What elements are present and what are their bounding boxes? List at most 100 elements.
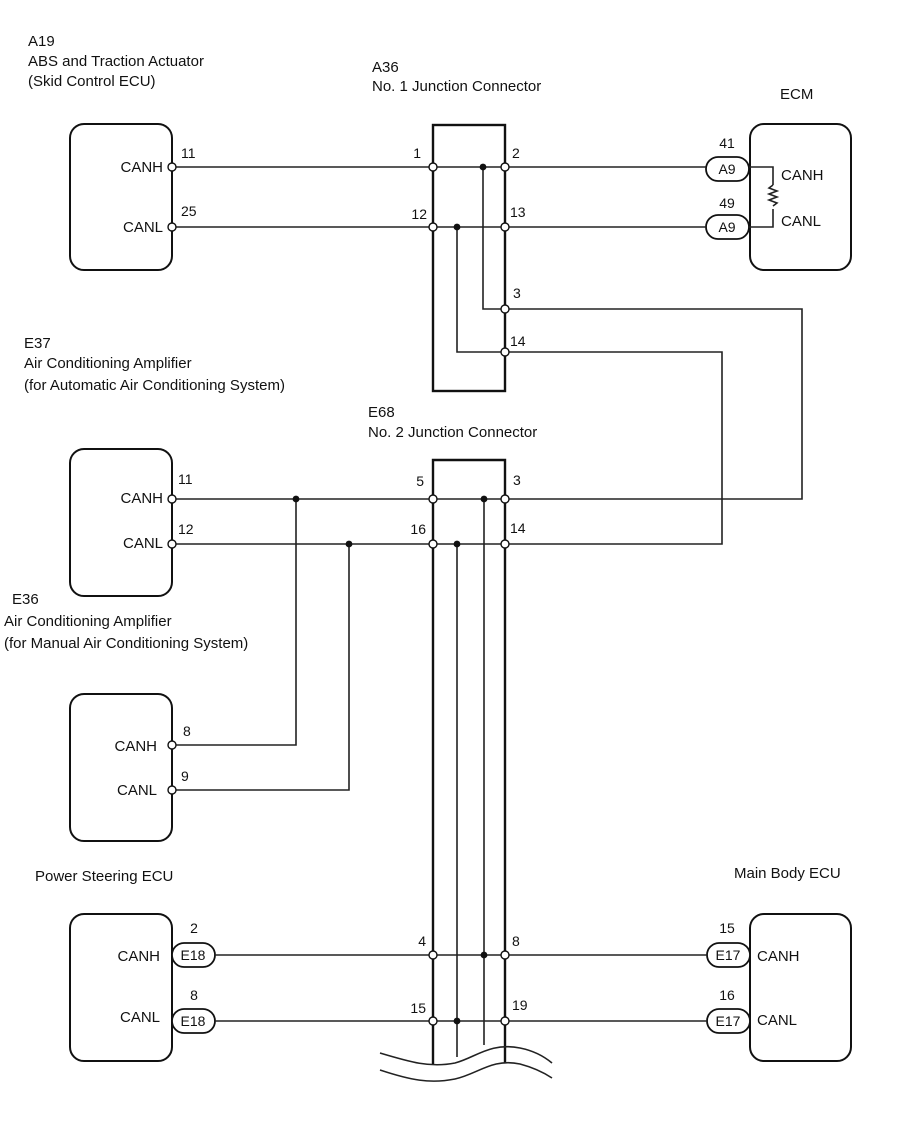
e36-component: E36 Air Conditioning Amplifier (for Manu…	[4, 591, 248, 842]
resistor-icon	[766, 184, 780, 207]
terminal	[428, 1016, 438, 1026]
terminal	[167, 740, 177, 750]
wire-e36-canh	[172, 499, 297, 746]
a19-canh-label: CANH	[120, 159, 163, 176]
ecm-canh-pin: 41	[719, 135, 735, 151]
splice-dot	[453, 540, 461, 548]
e37-canh-pin: 11	[178, 471, 193, 487]
terminal	[500, 304, 510, 314]
ps-canl-label: CANL	[120, 1009, 160, 1026]
terminal	[500, 494, 510, 504]
a19-canh-pin: 11	[181, 145, 196, 161]
e68-component: E68 No. 2 Junction Connector 5 3 16 14 4…	[368, 404, 537, 1065]
e37-name: Air Conditioning Amplifier	[24, 355, 192, 372]
terminal	[428, 539, 438, 549]
e68-pin-8: 8	[512, 933, 520, 949]
e37-canl-label: CANL	[123, 535, 163, 552]
a36-pin-3: 3	[513, 285, 521, 301]
splice-dot	[453, 1017, 461, 1025]
splice-dot	[345, 540, 353, 548]
ps-canh-connector-label: E18	[181, 947, 206, 963]
e37-subname: (for Automatic Air Conditioning System)	[24, 377, 285, 394]
mb-name: Main Body ECU	[734, 865, 841, 882]
a36-name: No. 1 Junction Connector	[372, 78, 541, 95]
e37-box	[69, 448, 173, 597]
splice-dot	[479, 163, 487, 171]
a19-subname: (Skid Control ECU)	[28, 73, 156, 90]
ecm-box	[749, 123, 852, 271]
ecm-canh-label: CANH	[781, 167, 824, 184]
ecm-canl-pin: 49	[719, 195, 735, 211]
terminal	[428, 494, 438, 504]
a36-pin-1: 1	[413, 145, 421, 161]
e36-canl-label: CANL	[117, 782, 157, 799]
a36-code: A36	[372, 59, 399, 76]
terminal	[500, 950, 510, 960]
a36-pin-2: 2	[512, 145, 520, 161]
ps-canh-pin: 2	[190, 920, 198, 936]
ps-canl-pin: 8	[190, 987, 198, 1003]
splice-dot	[480, 495, 488, 503]
mb-box	[749, 913, 852, 1062]
e37-canl-pin: 12	[178, 521, 194, 537]
wire-e36-canl	[172, 544, 350, 791]
ps-canl-connector-label: E18	[181, 1013, 206, 1029]
a36-pin-14: 14	[510, 333, 526, 349]
e68-pin-4: 4	[418, 933, 426, 949]
ecm-canl-connector-label: A9	[718, 219, 735, 235]
terminal	[167, 494, 177, 504]
terminal	[167, 162, 177, 172]
wire-a36-h-tap	[482, 167, 505, 310]
terminal	[167, 222, 177, 232]
mb-canl-connector-label: E17	[716, 1013, 741, 1029]
terminal	[500, 539, 510, 549]
e37-canh-label: CANH	[120, 490, 163, 507]
ecm-canh-connector-label: A9	[718, 161, 735, 177]
terminal	[500, 222, 510, 232]
e36-canh-label: CANH	[114, 738, 157, 755]
e68-pin-15: 15	[410, 1000, 426, 1016]
e68-pin-5: 5	[416, 473, 424, 489]
wire-a36-l-tap	[456, 227, 505, 353]
e68-pin-16: 16	[410, 521, 426, 537]
ecm-component: ECM CANH CANL 41 49 A9 A9	[705, 86, 852, 271]
ps-canh-label: CANH	[117, 948, 160, 965]
terminal	[500, 1016, 510, 1026]
splice-dot	[453, 223, 461, 231]
e36-canl-pin: 9	[181, 768, 189, 784]
e68-name: No. 2 Junction Connector	[368, 424, 537, 441]
wire-trunk-canh	[505, 308, 803, 500]
splice-dot	[480, 951, 488, 959]
a19-code: A19	[28, 33, 55, 50]
mb-canl-label: CANL	[757, 1012, 797, 1029]
power-steering-component: Power Steering ECU CANH CANL 2 8 E18 E18	[35, 868, 216, 1062]
splice-points	[292, 163, 488, 1025]
splice-dot	[292, 495, 300, 503]
a19-canl-pin: 25	[181, 203, 197, 219]
mb-canh-label: CANH	[757, 948, 800, 965]
terminal	[500, 162, 510, 172]
terminal	[500, 347, 510, 357]
e37-code: E37	[24, 335, 51, 352]
wire-break-lower	[379, 1061, 553, 1082]
e36-subname: (for Manual Air Conditioning System)	[4, 635, 248, 652]
terminals	[167, 162, 510, 1026]
ecm-canl-label: CANL	[781, 213, 821, 230]
e36-name: Air Conditioning Amplifier	[4, 613, 172, 630]
ps-name: Power Steering ECU	[35, 868, 173, 885]
a36-pin-13: 13	[510, 204, 526, 220]
mb-canh-pin: 15	[719, 920, 735, 936]
e68-box	[431, 458, 507, 1065]
e37-component: E37 Air Conditioning Amplifier (for Auto…	[24, 335, 285, 597]
a19-component: A19 ABS and Traction Actuator (Skid Cont…	[28, 33, 204, 271]
wire-break-upper	[379, 1045, 553, 1066]
e36-code: E36	[12, 591, 39, 608]
mb-canl-pin: 16	[719, 987, 735, 1003]
a36-component: A36 No. 1 Junction Connector 1 2 12 13 3…	[372, 59, 541, 393]
terminal	[167, 785, 177, 795]
main-body-component: Main Body ECU CANH CANL 15 16 E17 E17	[706, 865, 852, 1062]
e36-canh-pin: 8	[183, 723, 191, 739]
a19-box	[69, 123, 173, 271]
wire-trunk-canl	[505, 351, 723, 545]
